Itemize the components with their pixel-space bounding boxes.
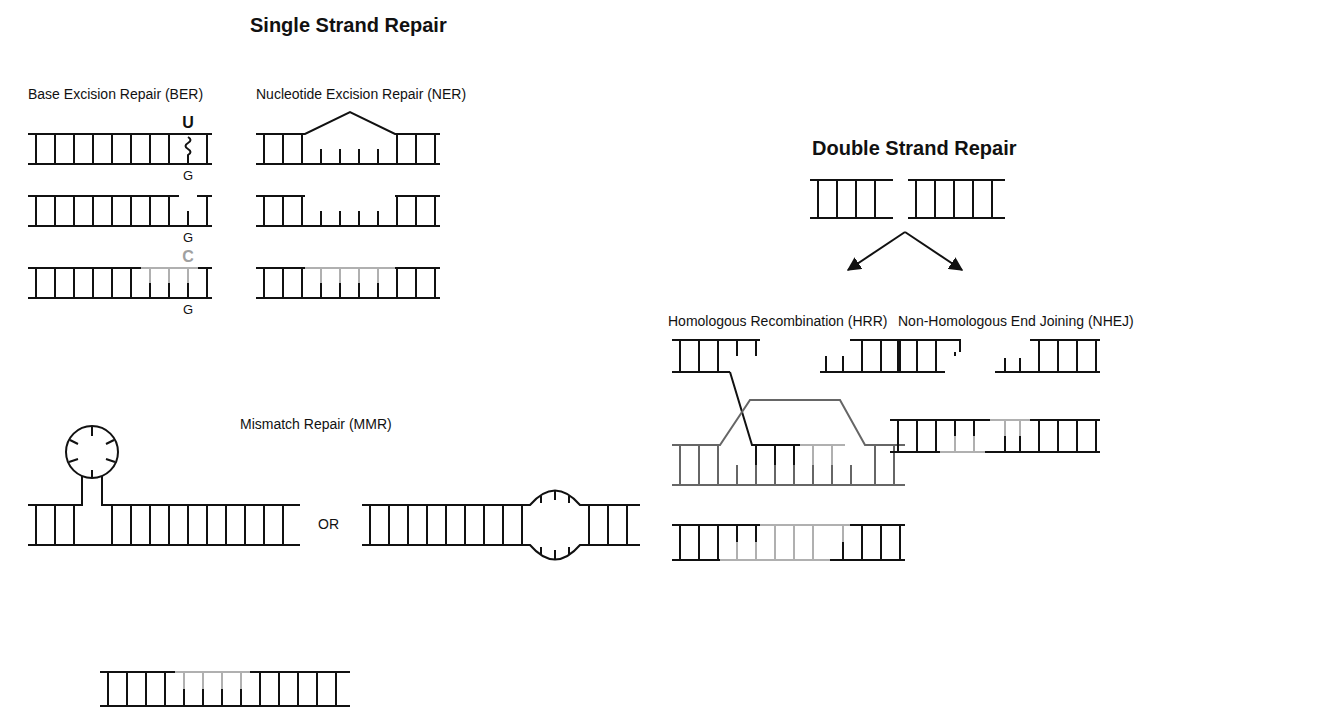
- nhej-joined-dna-part: [955, 420, 1020, 452]
- nhej-joined-dna: [890, 420, 1100, 452]
- ber-repaired-dna-part: [36, 268, 207, 298]
- branch-arrows: [848, 232, 962, 270]
- branch-arrows-part: [905, 232, 962, 270]
- ber-excised-dna-part: [36, 196, 207, 226]
- ber-excised-dna: [28, 196, 212, 226]
- mmr-bubble-dna-part: [370, 505, 627, 545]
- ner-repaired-dna-part: [321, 283, 378, 298]
- nhej-broken-ends-part: [898, 340, 955, 372]
- or-label: OR: [318, 516, 339, 532]
- mmr-bubble-dna-part: [362, 491, 640, 560]
- hrr-repaired-dna-part: [737, 525, 843, 560]
- nhej-joined-dna-part: [898, 420, 1096, 452]
- hrr-broken-ends: [672, 340, 905, 445]
- ber-excised-dna-part: [187, 211, 189, 226]
- hrr-homolog-part: [737, 465, 851, 485]
- mmr-repaired-dna-part: [184, 672, 241, 689]
- mmr-loop-dna: [28, 426, 300, 545]
- double-strand-break-dna-part: [810, 180, 1005, 218]
- hrr-new-synthesis: [756, 445, 845, 465]
- base-letter: G: [183, 231, 193, 246]
- mmr-repaired-dna-part: [175, 671, 250, 673]
- hrr-repaired-dna-part: [737, 525, 843, 560]
- hrr-new-synthesis-part: [813, 445, 832, 465]
- nhej-broken-ends: [890, 340, 1100, 372]
- section-heading: Single Strand Repair: [250, 14, 447, 37]
- hrr-new-synthesis-part: [756, 445, 794, 465]
- ner-repaired-dna-part: [321, 268, 378, 283]
- hrr-repaired-dna-part: [720, 525, 850, 560]
- mmr-loop-dna-part: [28, 476, 300, 545]
- ner-repaired-dna-part: [256, 268, 440, 298]
- nhej-broken-ends-part: [1005, 340, 1096, 372]
- hrr-repaired-dna: [672, 525, 905, 560]
- hrr-broken-ends-part: [672, 340, 905, 372]
- base-letter: G: [183, 169, 193, 184]
- ber-damaged-dna-part: [36, 134, 207, 164]
- nhej-broken-ends-part: [890, 340, 1100, 372]
- hrr-homolog-part: [680, 445, 894, 485]
- ner-damaged-dna-part: [256, 112, 440, 164]
- ner-excised-dna: [256, 196, 440, 226]
- ber-repaired-dna-part: [28, 268, 212, 298]
- ber-damaged-dna: [28, 134, 212, 164]
- base-letter: C: [182, 248, 194, 266]
- mmr-repaired-dna-part: [184, 689, 241, 706]
- pathway-label: Mismatch Repair (MMR): [240, 416, 392, 432]
- hrr-broken-ends-part: [826, 340, 900, 372]
- hrr-repaired-dna-part: [680, 525, 900, 560]
- hrr-new-synthesis-part: [800, 444, 845, 446]
- ber-repaired-dna: [28, 268, 212, 298]
- ner-excised-dna-part: [256, 196, 440, 226]
- base-letter: U: [182, 114, 194, 132]
- ner-excised-dna-part: [321, 211, 378, 226]
- ber-repaired-dna-part: [150, 268, 188, 283]
- nhej-joined-dna-part: [890, 420, 1100, 452]
- mmr-repaired-dna: [100, 672, 350, 706]
- double-strand-break-dna-part: [818, 180, 992, 218]
- hrr-homolog-part: [672, 400, 905, 485]
- double-strand-break-dna: [810, 180, 1005, 218]
- ner-excised-dna-part: [264, 196, 435, 226]
- ner-repaired-dna-part: [305, 267, 395, 269]
- nhej-joined-dna-part: [955, 420, 1020, 452]
- hrr-repaired-dna-part: [672, 525, 905, 560]
- section-heading: Double Strand Repair: [812, 137, 1016, 160]
- base-letter: G: [183, 303, 193, 318]
- ner-damaged-dna: [256, 112, 440, 164]
- branch-arrows-part: [848, 232, 905, 270]
- mmr-repaired-dna-part: [108, 672, 336, 706]
- mmr-bubble-dna: [362, 491, 640, 560]
- mmr-loop-dna-part: [66, 426, 118, 478]
- mmr-bubble-dna-part: [541, 491, 569, 559]
- ner-repaired-dna-part: [264, 268, 435, 298]
- pathway-label: Non-Homologous End Joining (NHEJ): [898, 313, 1134, 329]
- ber-repaired-dna-part: [150, 283, 188, 298]
- hrr-homolog: [672, 400, 905, 485]
- mmr-loop-dna-part: [36, 505, 283, 545]
- pathway-label: Homologous Recombination (HRR): [668, 313, 887, 329]
- ber-excised-dna-part: [28, 196, 212, 226]
- nhej-joined-dna-part: [940, 420, 1030, 452]
- mmr-loop-dna-part: [69, 426, 115, 478]
- mmr-repaired-dna-part: [100, 672, 350, 706]
- ber-damaged-dna-part: [186, 137, 191, 164]
- ner-repaired-dna: [256, 268, 440, 298]
- hrr-broken-ends-part: [680, 340, 756, 372]
- pathway-label: Nucleotide Excision Repair (NER): [256, 86, 466, 102]
- ner-damaged-dna-part: [264, 134, 435, 164]
- pathway-label: Base Excision Repair (BER): [28, 86, 203, 102]
- ber-damaged-dna-part: [28, 134, 212, 164]
- nhej-joined-dna-part: [973, 420, 975, 436]
- ner-damaged-dna-part: [321, 149, 378, 164]
- hrr-broken-ends-part: [730, 372, 800, 445]
